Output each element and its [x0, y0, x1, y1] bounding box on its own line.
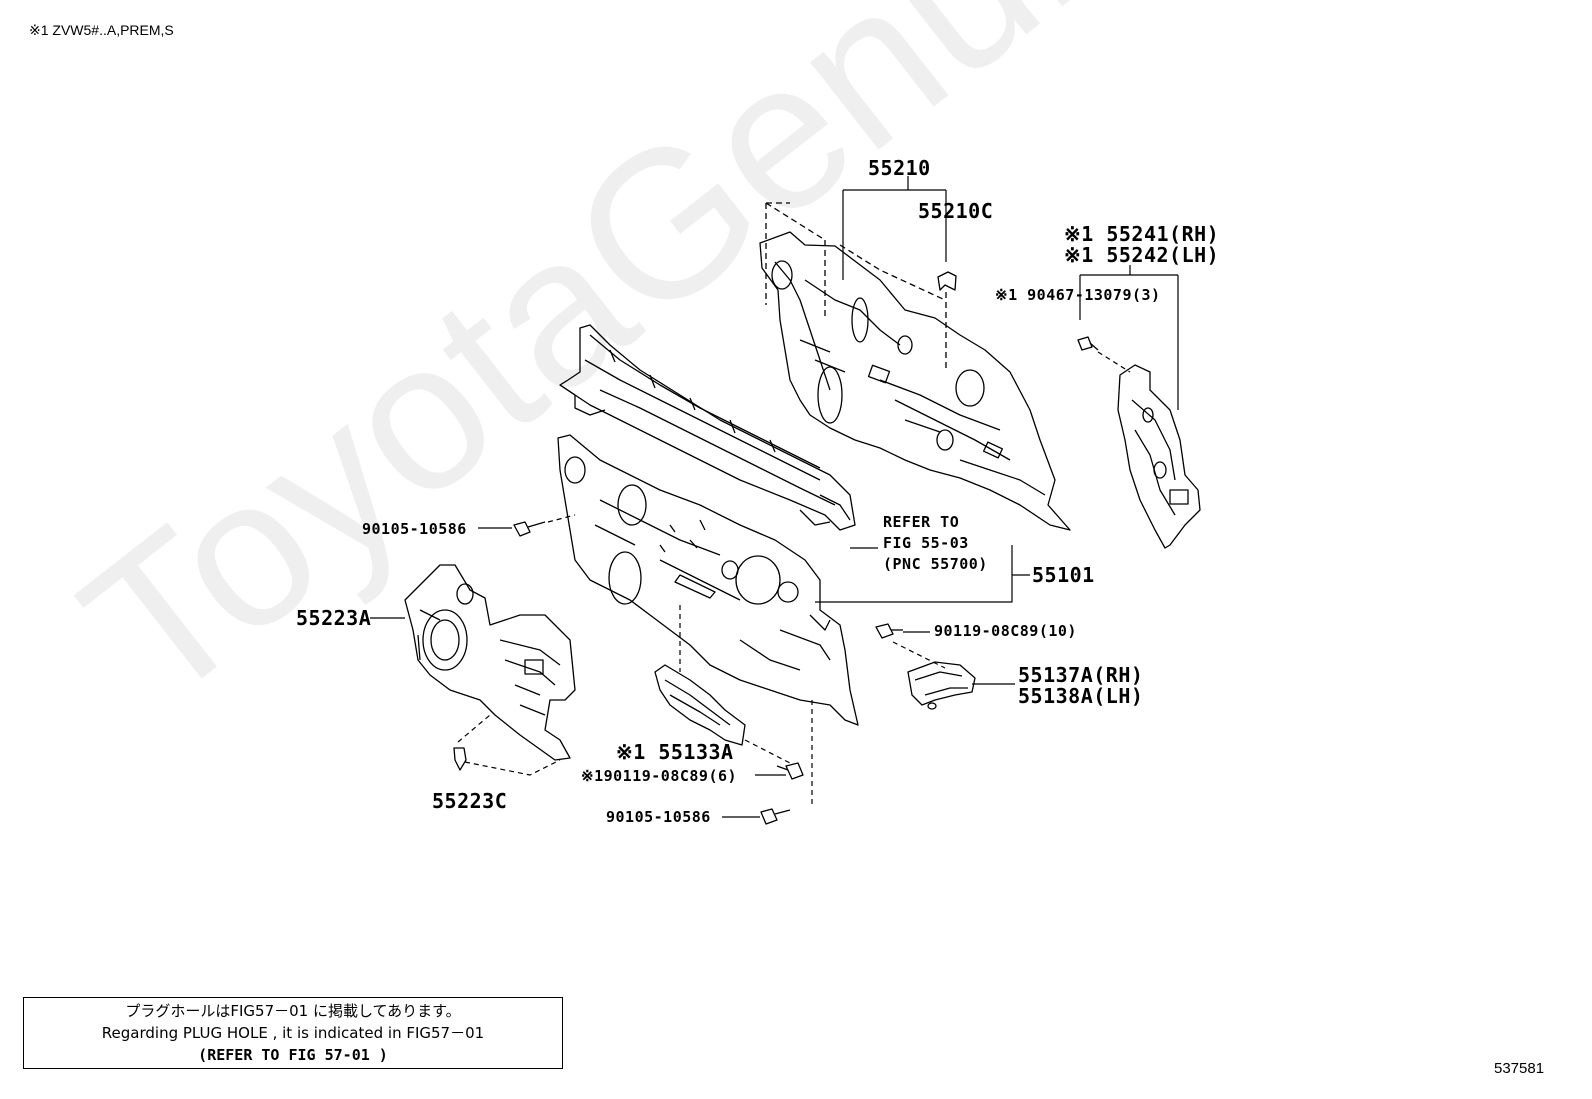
- refer-note-line3: (PNC 55700): [883, 555, 988, 573]
- part-label-90119-6[interactable]: ※190119-08C89(6): [581, 767, 738, 785]
- part-label-55242[interactable]: ※1 55242(LH): [1064, 243, 1220, 267]
- dash-insulator-55210-illustration: [759, 202, 1071, 531]
- note-line-english: Regarding PLUG HOLE , it is indicated in…: [101, 1024, 485, 1042]
- plug-hole-note-box: プラグホールはFIG57－01 に掲載してあります。 Regarding PLU…: [23, 997, 563, 1069]
- part-label-90119-10[interactable]: 90119-08C89(10): [934, 622, 1077, 640]
- part-label-55137a[interactable]: 55137A(RH): [1018, 663, 1144, 687]
- dash-panel-55101-illustration: [557, 434, 859, 726]
- part-label-55210c[interactable]: 55210C: [918, 199, 994, 223]
- part-label-55138a[interactable]: 55138A(LH): [1018, 684, 1144, 708]
- note-line-reference[interactable]: (REFER TO FIG 57-01 ): [198, 1046, 388, 1064]
- insulator-55223a-illustration: [404, 564, 576, 761]
- part-label-90105-lower[interactable]: 90105-10586: [606, 808, 711, 826]
- part-label-90467[interactable]: ※1 90467-13079(3): [995, 286, 1161, 304]
- part-label-55101[interactable]: 55101: [1032, 563, 1095, 587]
- figure-id: 537581: [1494, 1060, 1545, 1077]
- leader-lines: [370, 176, 1179, 818]
- fastener-illustrations: [453, 336, 1099, 825]
- part-label-55223a[interactable]: 55223A: [296, 606, 372, 630]
- part-label-55133a[interactable]: ※1 55133A: [616, 740, 734, 764]
- part-label-90105-upper[interactable]: 90105-10586: [362, 520, 467, 538]
- insulator-55133a-illustration: [654, 664, 746, 746]
- refer-note-line2[interactable]: FIG 55-03: [883, 534, 969, 552]
- applicability-note: ※1 ZVW5#..A,PREM,S: [29, 22, 174, 38]
- cowl-panel-illustration: [559, 324, 856, 531]
- part-label-55241[interactable]: ※1 55241(RH): [1064, 222, 1220, 246]
- part-label-55210[interactable]: 55210: [868, 156, 931, 180]
- bracket-55241-illustration: [1117, 364, 1201, 549]
- note-line-japanese: プラグホールはFIG57－01 に掲載してあります。: [125, 1002, 461, 1020]
- refer-note-line1: REFER TO: [883, 513, 960, 531]
- bracket-55137a-illustration: [907, 661, 976, 710]
- part-label-55223c[interactable]: 55223C: [432, 789, 508, 813]
